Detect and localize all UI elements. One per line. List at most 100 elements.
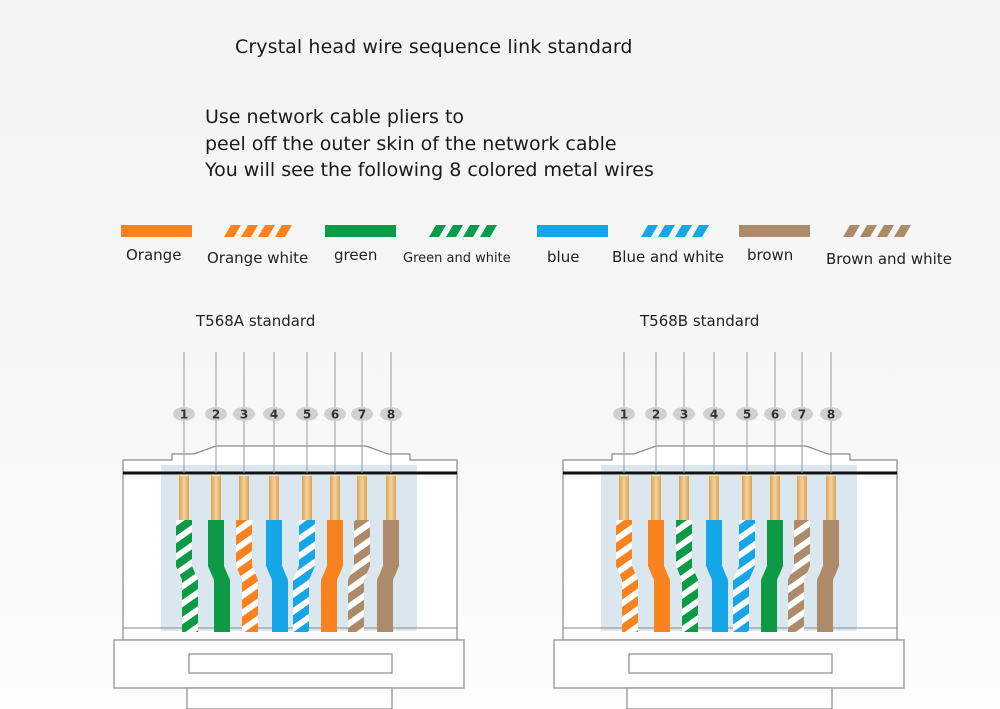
legend-label: green — [334, 246, 378, 264]
legend-label: Blue and white — [612, 248, 725, 266]
pin-number-badge — [613, 407, 635, 421]
wire-brown-white — [348, 520, 370, 632]
pin-number: 5 — [303, 408, 311, 422]
pin-4: 4 — [703, 352, 728, 632]
pin-number: 8 — [387, 408, 395, 422]
pin-8: 8 — [377, 352, 402, 632]
pin-number-badge — [703, 407, 725, 421]
legend-swatch-blue-and-white — [638, 222, 710, 241]
pin-number: 1 — [180, 408, 188, 422]
connector-housing — [113, 445, 465, 709]
legend-swatch-orange-white — [221, 222, 293, 241]
wire-blue-white — [733, 520, 755, 632]
legend-swatch-green — [325, 222, 397, 241]
legend-swatch-brown — [739, 222, 811, 241]
pin-3: 3 — [673, 352, 698, 632]
pin-5: 5 — [733, 352, 758, 632]
pin-number: 6 — [331, 408, 339, 422]
copper-conductor — [651, 476, 661, 522]
pin-number: 8 — [827, 408, 835, 422]
standard-label: T568B standard — [639, 312, 759, 330]
pin-number-badge — [324, 407, 346, 421]
pin-number-badge — [296, 407, 318, 421]
pin-number-badge — [380, 407, 402, 421]
pin-6: 6 — [321, 352, 346, 632]
copper-conductor — [826, 476, 836, 522]
intro-text: Use network cable pliers to peel off the… — [205, 104, 654, 184]
pin-number-badge — [736, 407, 758, 421]
connector-t568a: T568A standard 1 2 3 4 5 6 7 8 — [113, 312, 465, 709]
copper-conductor — [742, 476, 752, 522]
wire-blue — [266, 520, 288, 632]
legend-label: blue — [547, 248, 580, 266]
pin-number: 1 — [620, 408, 628, 422]
pin-2: 2 — [645, 352, 670, 632]
pin-number: 4 — [710, 408, 718, 422]
pin-5: 5 — [293, 352, 318, 632]
copper-conductor — [709, 476, 719, 522]
legend-swatch-orange — [121, 222, 193, 241]
wire-orange-white — [236, 520, 258, 632]
copper-conductor — [770, 476, 780, 522]
copper-conductor — [679, 476, 689, 522]
pin-number: 7 — [798, 408, 806, 422]
wire-blue-white — [293, 520, 315, 632]
pin-8: 8 — [817, 352, 842, 632]
wire-brown-white — [788, 520, 810, 632]
legend-label: Brown and white — [826, 250, 952, 268]
pin-6: 6 — [761, 352, 786, 632]
pin-number-badge — [351, 407, 373, 421]
pin-number: 3 — [240, 408, 248, 422]
pin-number: 3 — [680, 408, 688, 422]
legend-label: Orange — [126, 246, 182, 264]
pin-number-badge — [263, 407, 285, 421]
pin-number: 5 — [743, 408, 751, 422]
pin-number: 2 — [212, 408, 220, 422]
standard-label: T568A standard — [195, 312, 315, 330]
wire-brown — [817, 520, 839, 632]
pin-number: 6 — [771, 408, 779, 422]
copper-conductor — [302, 476, 312, 522]
pin-number-badge — [673, 407, 695, 421]
copper-conductor — [330, 476, 340, 522]
connector-housing — [553, 445, 905, 709]
pin-number-badge — [173, 407, 195, 421]
intro-line-3: You will see the following 8 colored met… — [205, 159, 654, 181]
wire-green-white — [176, 520, 198, 632]
legend-label: brown — [747, 246, 794, 264]
wire-green — [208, 520, 230, 632]
pin-number-badge — [791, 407, 813, 421]
pin-number-badge — [645, 407, 667, 421]
wire-blue — [706, 520, 728, 632]
pin-number-badge — [233, 407, 255, 421]
copper-conductor — [797, 476, 807, 522]
copper-conductor — [386, 476, 396, 522]
copper-conductor — [619, 476, 629, 522]
legend-label: Orange white — [207, 249, 309, 267]
intro-line-2: peel off the outer skin of the network c… — [205, 132, 617, 155]
pin-4: 4 — [263, 352, 288, 632]
pin-number-badge — [205, 407, 227, 421]
wire-green-white — [676, 520, 698, 632]
pin-number: 7 — [358, 408, 366, 422]
pin-number: 4 — [270, 408, 278, 422]
pin-3: 3 — [233, 352, 258, 632]
copper-conductor — [269, 476, 279, 522]
wire-brown — [377, 520, 399, 632]
pin-7: 7 — [348, 352, 373, 632]
intro-line-1: Use network cable pliers to — [205, 106, 465, 128]
pin-1: 1 — [613, 352, 638, 632]
legend-label: Green and white — [403, 251, 511, 266]
legend-swatch-brown-and-white — [840, 222, 912, 241]
copper-conductor — [239, 476, 249, 522]
copper-conductor — [357, 476, 367, 522]
wire-green — [761, 520, 783, 632]
pin-1: 1 — [173, 352, 198, 632]
wire-orange — [321, 520, 343, 632]
wire-orange — [648, 520, 670, 632]
copper-conductor — [211, 476, 221, 522]
legend-swatch-green-and-white — [426, 222, 498, 241]
pin-2: 2 — [205, 352, 230, 632]
